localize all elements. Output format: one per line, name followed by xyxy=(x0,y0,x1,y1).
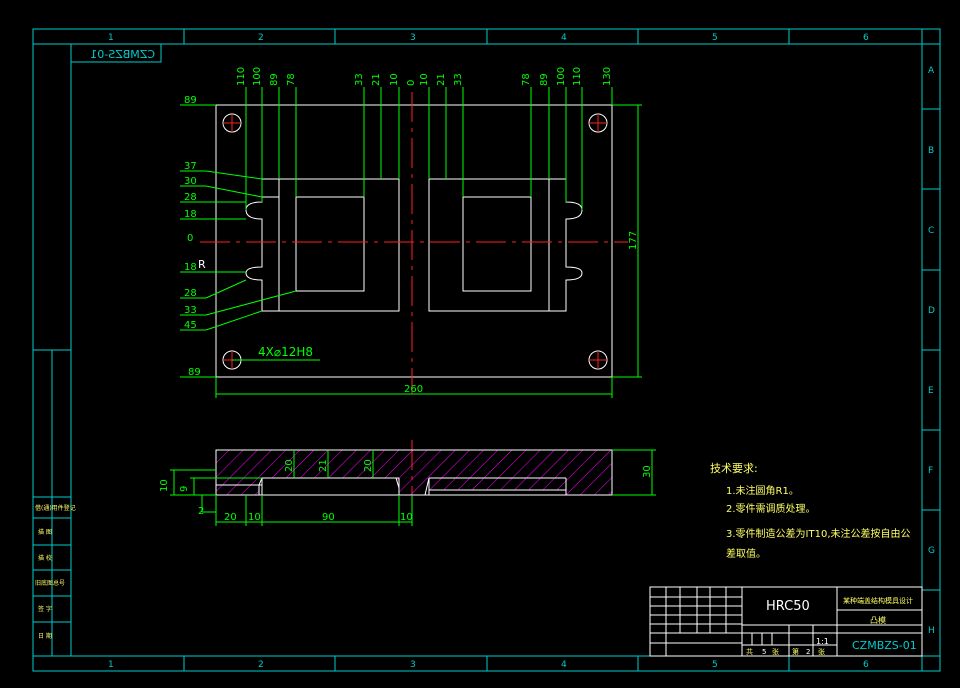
tech-req-item: 差取值。 xyxy=(726,547,766,560)
col-label: 5 xyxy=(712,33,718,43)
dim-label: 78 xyxy=(286,73,297,86)
side-stamp: 描 校 xyxy=(38,554,52,562)
sub-name: 凸模 xyxy=(870,615,886,625)
dim-label: 0 xyxy=(187,233,193,244)
dim-label: 130 xyxy=(602,67,613,86)
dim-label: 110 xyxy=(236,67,247,86)
material-note: HRC50 xyxy=(766,599,810,614)
dim-label: 89 xyxy=(184,95,197,106)
dim-label: 100 xyxy=(556,67,567,86)
col-label: 4 xyxy=(561,33,567,43)
title-block xyxy=(649,586,923,657)
row-label: B xyxy=(928,146,934,156)
dim-label: 10 xyxy=(159,479,170,492)
dim-label: 89 xyxy=(269,73,280,86)
col-label: 1 xyxy=(108,33,114,43)
dim-label: 20 xyxy=(284,459,295,472)
row-label: H xyxy=(928,626,935,636)
dim-label: 89 xyxy=(188,367,201,378)
col-label: 6 xyxy=(863,33,869,43)
dim-label: 30 xyxy=(184,176,197,187)
col-label: 5 xyxy=(712,660,718,670)
dim-label: 30 xyxy=(642,465,653,478)
dim-label: 33 xyxy=(453,73,464,86)
dim-label: 21 xyxy=(318,459,329,472)
dim-label: 89 xyxy=(539,73,550,86)
dim-label: 10 xyxy=(419,73,430,86)
row-label: A xyxy=(928,66,935,76)
dim-label: 90 xyxy=(322,512,335,523)
side-stamp: 借(通)用件登记 xyxy=(35,504,76,512)
dim-label: 20 xyxy=(224,512,237,523)
scale: 1:1 xyxy=(816,637,829,646)
dim-label: 110 xyxy=(572,67,583,86)
row-label: C xyxy=(928,226,934,236)
part-name: 某种端盖结构模具设计 xyxy=(843,596,913,605)
side-stamp: 日 期 xyxy=(38,632,52,640)
col-label: 2 xyxy=(258,660,264,670)
dim-label: 100 xyxy=(252,67,263,86)
tech-req-item: 3.零件制造公差为IT10,未注公差按自由公 xyxy=(726,527,911,540)
dim-label: 18 xyxy=(184,209,197,220)
sheet-mark: 张 xyxy=(772,647,779,656)
col-label: 2 xyxy=(258,33,264,43)
dim-label: 37 xyxy=(184,161,197,172)
dim-label: 33 xyxy=(354,73,365,86)
sheet-mark: 共 xyxy=(746,647,753,656)
top-view-dims xyxy=(180,87,642,398)
col-label: 3 xyxy=(410,660,416,670)
dim-label: 21 xyxy=(436,73,447,86)
drawing-number: CZMBZS-01 xyxy=(852,639,917,652)
col-label: 1 xyxy=(108,660,114,670)
sheet-mark: 2 xyxy=(806,648,810,656)
dim-label: 10 xyxy=(400,512,413,523)
tech-req-title: 技术要求: xyxy=(710,462,758,475)
row-label: F xyxy=(928,466,933,476)
dim-label: 28 xyxy=(184,192,197,203)
col-label: 4 xyxy=(561,660,567,670)
width-dim: 260 xyxy=(404,384,423,395)
dim-label: 21 xyxy=(371,73,382,86)
dim-label: 28 xyxy=(184,288,197,299)
row-label: G xyxy=(928,546,935,556)
dim-label: 10 xyxy=(248,512,261,523)
row-label: E xyxy=(928,386,934,396)
sheet-mark: 张 xyxy=(818,647,825,656)
side-stamp: 描 图 xyxy=(38,528,52,536)
dim-label: 78 xyxy=(521,73,532,86)
dim-label: 45 xyxy=(184,320,197,331)
mirrored-drawing-number: CZMBZS-01 xyxy=(90,48,155,61)
side-stamp: 旧底图总号 xyxy=(35,579,65,587)
dim-label: 0 xyxy=(406,80,417,86)
col-label: 3 xyxy=(410,33,416,43)
tech-req-item: 2.零件需调质处理。 xyxy=(726,503,816,515)
section-view xyxy=(170,449,656,526)
row-label: D xyxy=(928,306,935,316)
side-stamp: 签 字 xyxy=(38,605,52,613)
dim-label: 33 xyxy=(184,305,197,316)
dim-label: 20 xyxy=(363,459,374,472)
dim-label: 18 xyxy=(184,262,197,273)
dim-label: 2 xyxy=(198,506,204,517)
tech-req-item: 1.未注圆角R1。 xyxy=(726,484,799,497)
height-dim: 177 xyxy=(628,231,639,250)
radius-label: R xyxy=(198,258,206,271)
sheet-mark: 第 xyxy=(792,647,799,656)
dim-label: 9 xyxy=(179,486,190,492)
sheet-mark: 5 xyxy=(762,648,766,656)
col-label: 6 xyxy=(863,660,869,670)
hole-callout: 4X⌀12H8 xyxy=(258,345,313,359)
dim-label: 10 xyxy=(389,73,400,86)
